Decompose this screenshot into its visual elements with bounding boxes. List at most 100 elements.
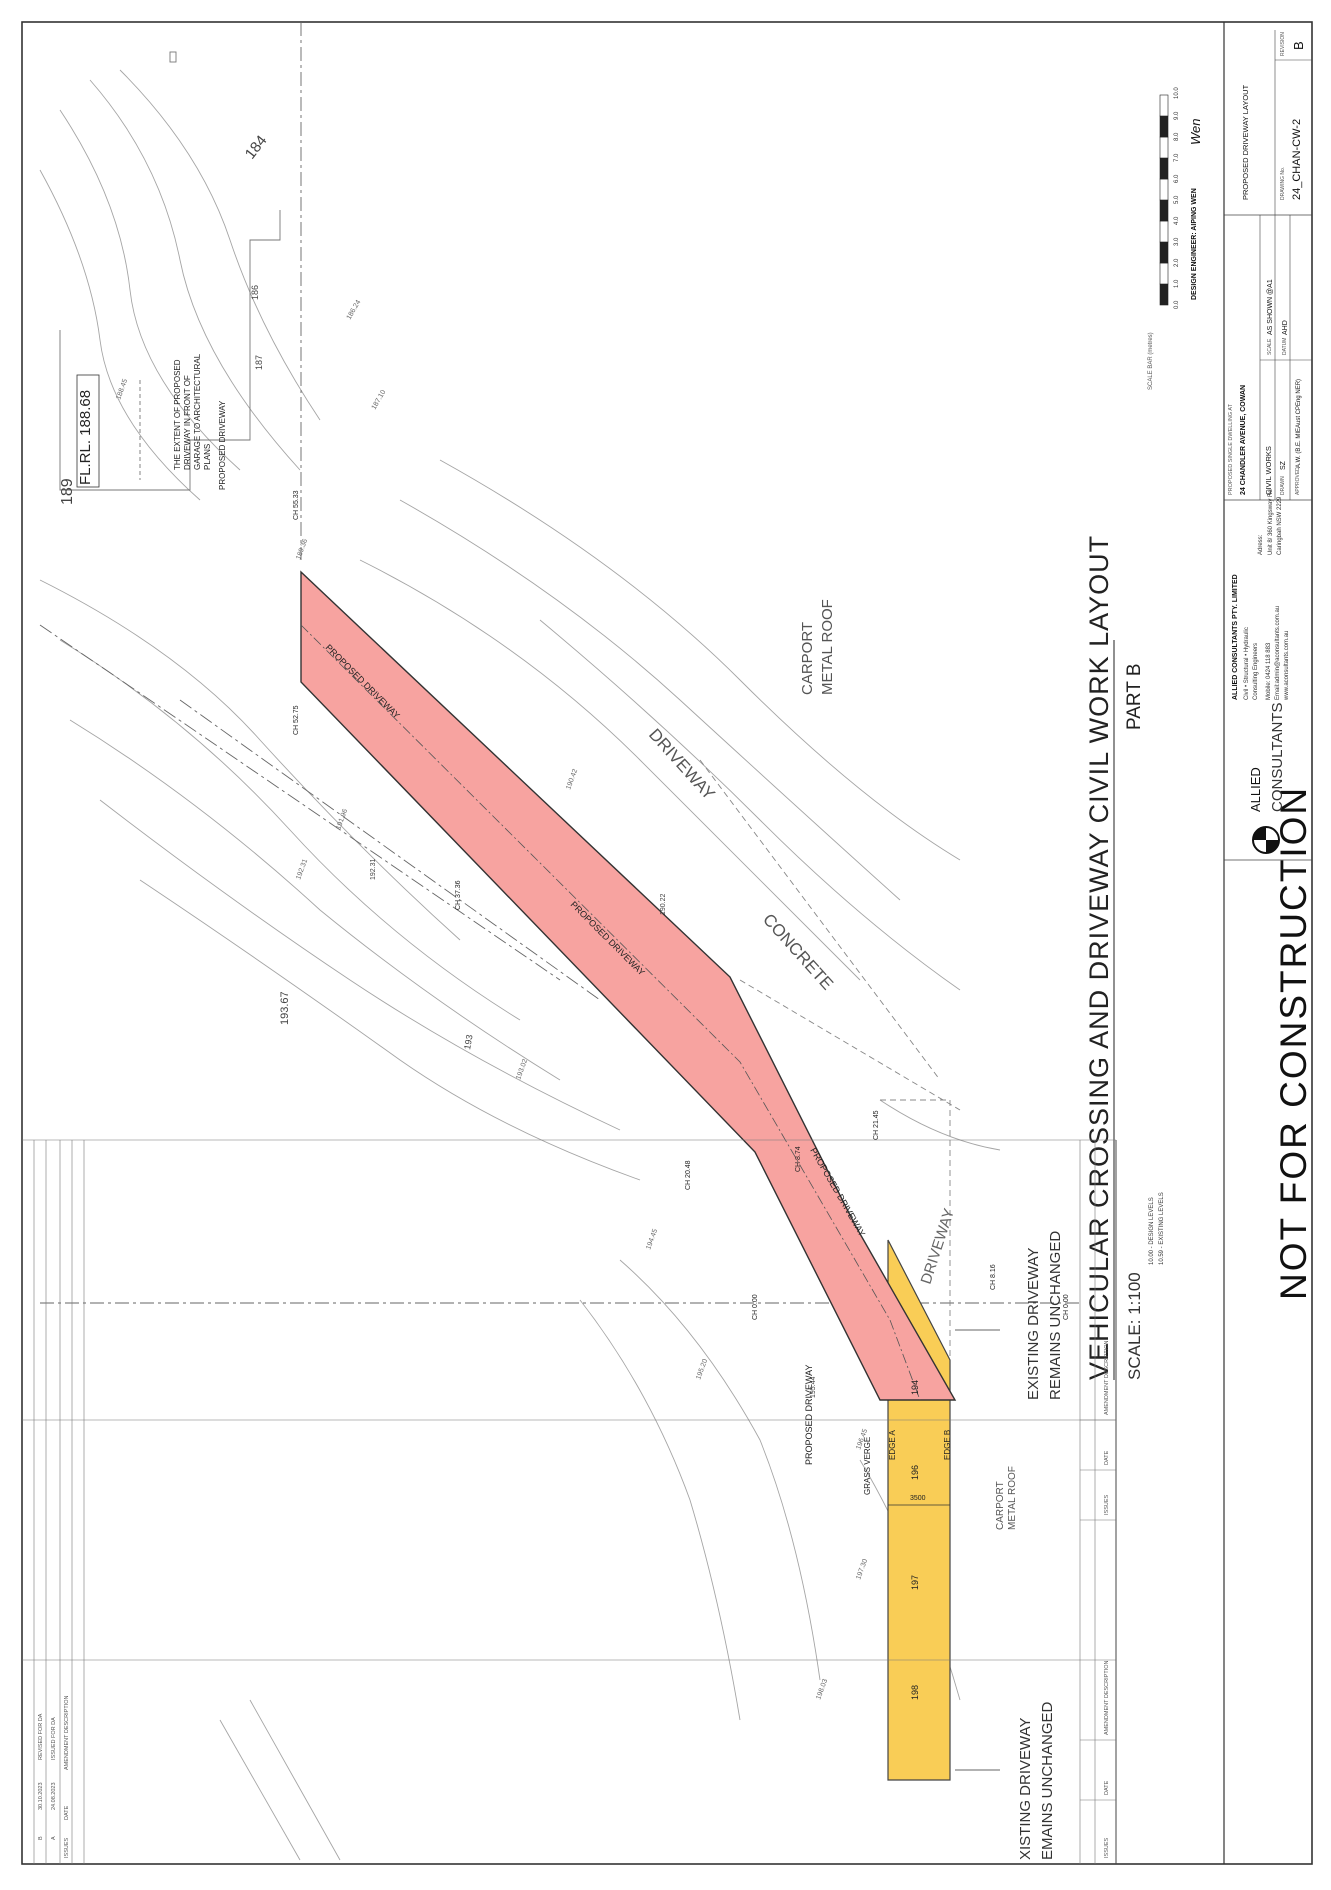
driveway-centreline [300,624,921,1401]
svg-text:187.10: 187.10 [371,389,388,411]
chainage-37-36: CH 37.36 [455,880,462,910]
scale-bar-tick-label: 9.0 [1174,111,1180,120]
project-caption: PROPOSED SINGLE DWELLING AT [1228,403,1234,495]
firm-mobile: Mobile: 0424 118 883 [1266,642,1272,700]
svg-text:189.36: 189.36 [295,538,309,561]
scale-bar-tick-label: 5.0 [1174,195,1180,204]
scale-caption: SCALE [1267,338,1273,355]
scale-bar-tick-label: 2.0 [1174,258,1180,267]
scale-bar-ticks: 0.01.02.03.04.05.06.07.08.09.010.0 [1174,87,1180,309]
boundary-lines [39,22,1080,1304]
svg-text:30.10.2023: 30.10.2023 [38,1782,44,1810]
edge-a-label: EDGE A [888,1430,897,1460]
firm-web: www.aconsultants.com.au [1284,631,1290,701]
scale-bar-tick-label: 0.0 [1174,300,1180,309]
scale-bar-segment [1159,115,1169,138]
part-label: PART B [1124,663,1145,730]
proposed-driveway-label-lower: PROPOSED DRIVEWAY [804,1364,814,1465]
scale-bar-segment [1159,94,1169,117]
logo-line-1: ALLIED [1248,767,1263,812]
svg-text:B: B [38,1836,44,1840]
datum-caption: DATUM [1282,338,1288,355]
legend-existing-levels: 10.59 - EXISTING LEVELS [1159,1192,1165,1265]
scale-bar-tick-label: 4.0 [1174,216,1180,225]
chainage-0-left: CH 0.00 [752,1294,759,1320]
scale-bar-tick-label: 10.0 [1174,87,1180,99]
drawn-caption: DRAWN [1280,476,1286,495]
revision-header-issues-bottom: ISSUES [64,1837,70,1858]
revision-table: ISSUES DATE AMENDMENT DESCRIPTION ISSUES… [22,1139,1116,1864]
revision-letter: B [1291,41,1306,50]
scale-label: SCALE: 1:100 [1125,1272,1144,1380]
existing-driveway-note-2b: EMAINS UNCHANGED [1039,1701,1056,1860]
revision-header-issues-2: ISSUES [1104,1494,1110,1515]
concrete-label: CONCRETE [759,910,837,994]
svg-text:24.08.2023: 24.08.2023 [51,1782,57,1810]
proposed-driveway-label-top: PROPOSED DRIVEWAY [218,400,227,490]
scale-bar: SCALE BAR (metres) 0.01.02.03.04.05.06.0… [1148,87,1203,390]
scale-bar-segment [1159,262,1169,285]
scale-bar-segment [1159,241,1169,264]
project-address: 24 CHANDLER AVENUE, COWAN [1240,385,1247,495]
proposed-driveway-area [300,570,957,1401]
scale-bar-segment [1159,220,1169,243]
spot-level-195-44: 195.44 [810,1376,817,1398]
spot-level-184: 184 [242,132,271,162]
carport-lower-2: METAL ROOF [1007,1466,1018,1530]
firm-address-1: Unit 8/ 360 Kingsway Rd [1268,489,1274,555]
spot-level-197: 197 [910,1575,920,1590]
scale-bar-caption: SCALE BAR (metres) [1148,332,1154,390]
chainage-8-74: CH 8.74 [795,1146,802,1172]
svg-text:198.03: 198.03 [815,1678,829,1701]
width-label: 3500 [910,1495,926,1502]
existing-driveway-note-1b: REMAINS UNCHANGED [1047,1231,1064,1400]
scale-bar-tick-label: 7.0 [1174,153,1180,162]
revision-header-date-2: DATE [1104,1450,1110,1465]
spot-level-194: 194 [910,1380,920,1395]
chainage-0-right: CH 0.00 [1063,1294,1070,1320]
scale-bar-segment [1159,178,1169,201]
sheet-title: PROPOSED DRIVEWAY LAYOUT [1241,84,1250,200]
svg-text:GARAGE TO ARCHITECTURAL: GARAGE TO ARCHITECTURAL [193,353,202,470]
main-title: VEHICULAR CROSSING AND DRIVEWAY CIVIL WO… [1084,535,1114,1380]
drawn-by: SZ [1280,460,1287,470]
spot-level-193-67: 193.67 [279,991,291,1025]
spot-level-189: 189 [59,478,76,505]
project-title-block: PROPOSED SINGLE DWELLING AT 24 CHANDLER … [1224,30,1312,501]
revision-header-description-2: AMENDMENT DESCRIPTION [1104,1341,1110,1415]
allied-logo [1252,826,1280,854]
existing-dwelling-outline [59,51,281,491]
driveway-label: DRIVEWAY [645,725,719,804]
scale-bar-segment [1159,283,1169,306]
svg-text:PLANS: PLANS [203,444,212,470]
fl-rl-box [76,374,100,488]
spot-level-187: 187 [254,355,264,370]
contour-lines [39,69,1001,1861]
approved-by: A.W. (B.E. MIEAust CPEng NER) [1296,379,1302,468]
driveway-label-lower: DRIVEWAY [918,1206,958,1286]
firm-email: Email:admin@aconsultants.com.au [1275,606,1281,700]
spot-level-190-22: 190.22 [660,893,667,915]
spot-level-186: 186 [250,285,260,300]
datum-value: AHD [1282,320,1289,335]
scale-bar-tick-label: 1.0 [1174,279,1180,288]
drawing-no-caption: DRAWING No. [1280,167,1286,200]
svg-text:DRIVEWAY IN FRONT OF: DRIVEWAY IN FRONT OF [183,375,192,470]
revision-row-a: A 24.08.2023 ISSUED FOR DA [51,1717,57,1840]
chainage-21-45: CH 21.45 [873,1110,880,1140]
svg-text:THE EXTENT OF PROPOSED: THE EXTENT OF PROPOSED [173,359,182,470]
scale-bar-segments [1159,94,1169,306]
svg-text:197.30: 197.30 [855,1558,869,1581]
firm-name: ALLIED CONSULTANTS PTY. LIMITED [1232,574,1239,700]
drawing-title-block: VEHICULAR CROSSING AND DRIVEWAY CIVIL WO… [1084,535,1165,1380]
grass-verge-label: GRASS VERGE [863,1437,872,1495]
contour-level-labels: 186.24 187.10 188.45 189.36 190.42 191.9… [115,299,869,1701]
svg-text:193.02: 193.02 [515,1058,529,1081]
fl-rl-label: FL.RL. 188.68 [77,390,94,485]
edge-b-label: EDGE B [943,1430,952,1460]
carport-label-2: METAL ROOF [819,599,836,695]
scale-bar-segment [1159,136,1169,159]
svg-text:188.45: 188.45 [115,378,129,401]
